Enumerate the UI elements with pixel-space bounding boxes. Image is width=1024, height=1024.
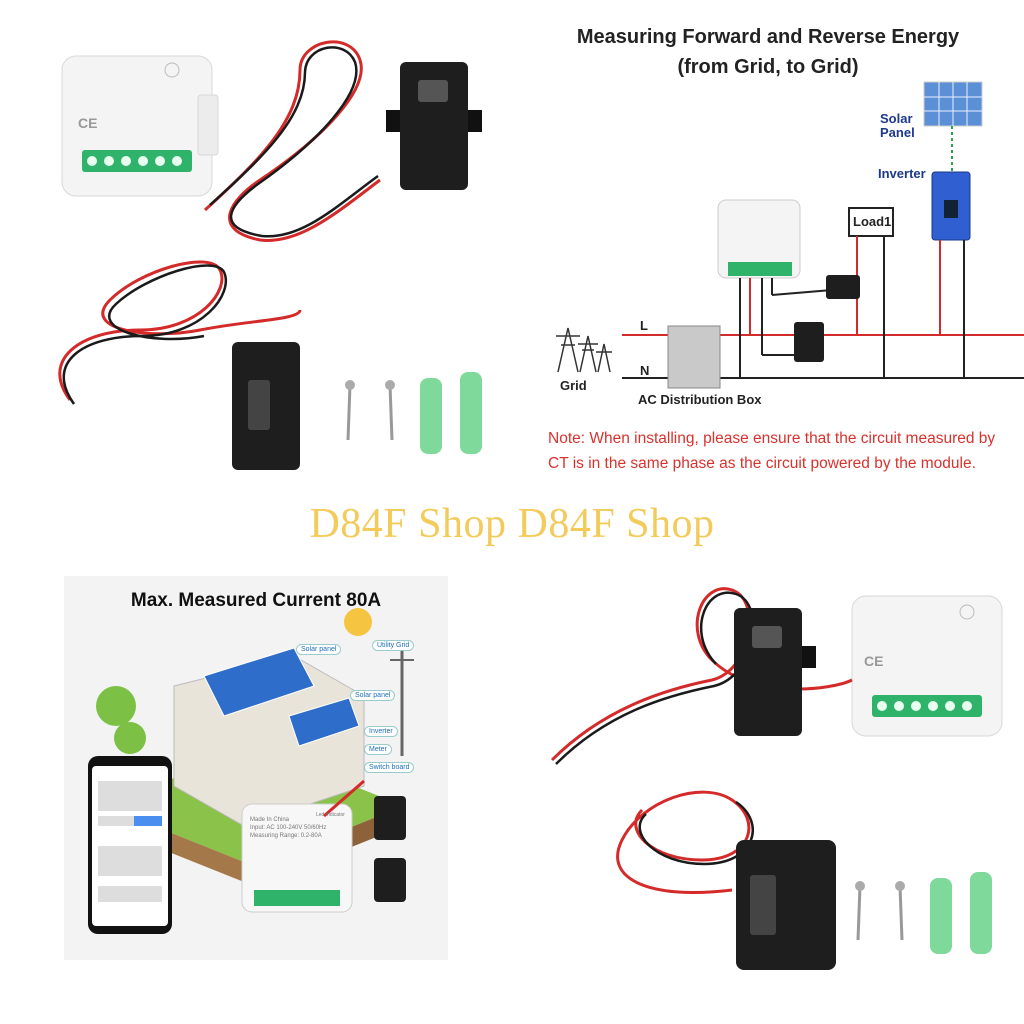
current-transformer-clamp bbox=[232, 342, 300, 470]
tag-solar-panel-2: Solar panel bbox=[350, 690, 396, 701]
current-transformer-clamp bbox=[386, 62, 482, 190]
current-transformer-clamp bbox=[374, 796, 406, 840]
product-illustration: CE bbox=[550, 587, 1003, 970]
line-l-label: L bbox=[640, 318, 648, 333]
sun-icon bbox=[344, 608, 372, 636]
screw bbox=[855, 881, 865, 941]
svg-text:CE: CE bbox=[78, 115, 97, 131]
energy-meter-module bbox=[241, 803, 353, 913]
tag-utility-grid: Utility Grid bbox=[372, 640, 415, 651]
wall-anchor bbox=[460, 372, 482, 454]
grid-label: Grid bbox=[560, 378, 587, 393]
module-text-line: Made In China bbox=[250, 817, 290, 823]
inverter-label: Inverter bbox=[878, 166, 926, 181]
tag-meter: Meter bbox=[364, 744, 392, 755]
module-text: Made In China Input: AC 100-240V 50/60Hz… bbox=[250, 816, 326, 840]
current-transformer-clamp bbox=[794, 322, 824, 362]
load-label: Load1 bbox=[853, 214, 892, 229]
max-current-title: Max. Measured Current 80A bbox=[130, 590, 382, 611]
solar-panel-label: Solar Panel bbox=[880, 111, 915, 140]
wall-anchor bbox=[970, 872, 992, 954]
infographic-panel: Max. Measured Current 80A Solar panel Ut… bbox=[64, 576, 448, 960]
power-tower-icon bbox=[556, 327, 612, 373]
wiring-diagram-panel: Measuring Forward and Reverse Energy (fr… bbox=[512, 0, 1024, 512]
screw bbox=[895, 881, 905, 941]
line-n-label: N bbox=[640, 363, 650, 378]
current-transformer-clamp bbox=[374, 858, 406, 902]
title-line-2: (from Grid, to Grid) bbox=[677, 56, 859, 78]
current-transformer-clamp bbox=[736, 840, 836, 970]
current-transformer-clamp bbox=[826, 275, 860, 299]
module-text-line: Measuring Range: 0.2-80A bbox=[250, 833, 322, 839]
title-line-1: Measuring Forward and Reverse Energy bbox=[576, 26, 960, 48]
wiring-diagram bbox=[556, 81, 1024, 389]
product-illustration: CE bbox=[58, 40, 482, 470]
svg-text:CE: CE bbox=[864, 653, 883, 669]
product-photo-bottom-right: CE bbox=[512, 560, 1024, 1024]
solar-panel-icon bbox=[923, 81, 983, 175]
energy-meter-module: CE bbox=[61, 55, 219, 197]
energy-meter-module bbox=[717, 199, 801, 279]
ac-distribution-box bbox=[667, 325, 721, 389]
diagram-title: Measuring Forward and Reverse Energy (fr… bbox=[512, 22, 1024, 82]
wall-anchor bbox=[420, 378, 442, 454]
screw bbox=[385, 380, 395, 441]
screw bbox=[345, 380, 355, 441]
load-box bbox=[848, 207, 894, 237]
current-transformer-clamp bbox=[734, 608, 816, 736]
tag-inverter: Inverter bbox=[364, 726, 398, 737]
energy-meter-module: CE bbox=[851, 595, 1003, 737]
house-illustration bbox=[88, 608, 414, 934]
ac-box-label: AC Distribution Box bbox=[638, 392, 762, 407]
tag-solar-panel: Solar panel bbox=[296, 644, 342, 655]
module-text-line: Input: AC 100-240V 50/60Hz bbox=[250, 825, 327, 831]
installation-note: Note: When installing, please ensure tha… bbox=[548, 430, 996, 472]
led-indicator-label: Led Indicator bbox=[316, 812, 345, 818]
product-photo-top-left: CE bbox=[0, 0, 512, 512]
wall-anchor bbox=[930, 878, 952, 954]
tag-switch-board: Switch board bbox=[364, 762, 415, 773]
inverter-icon bbox=[931, 171, 971, 241]
